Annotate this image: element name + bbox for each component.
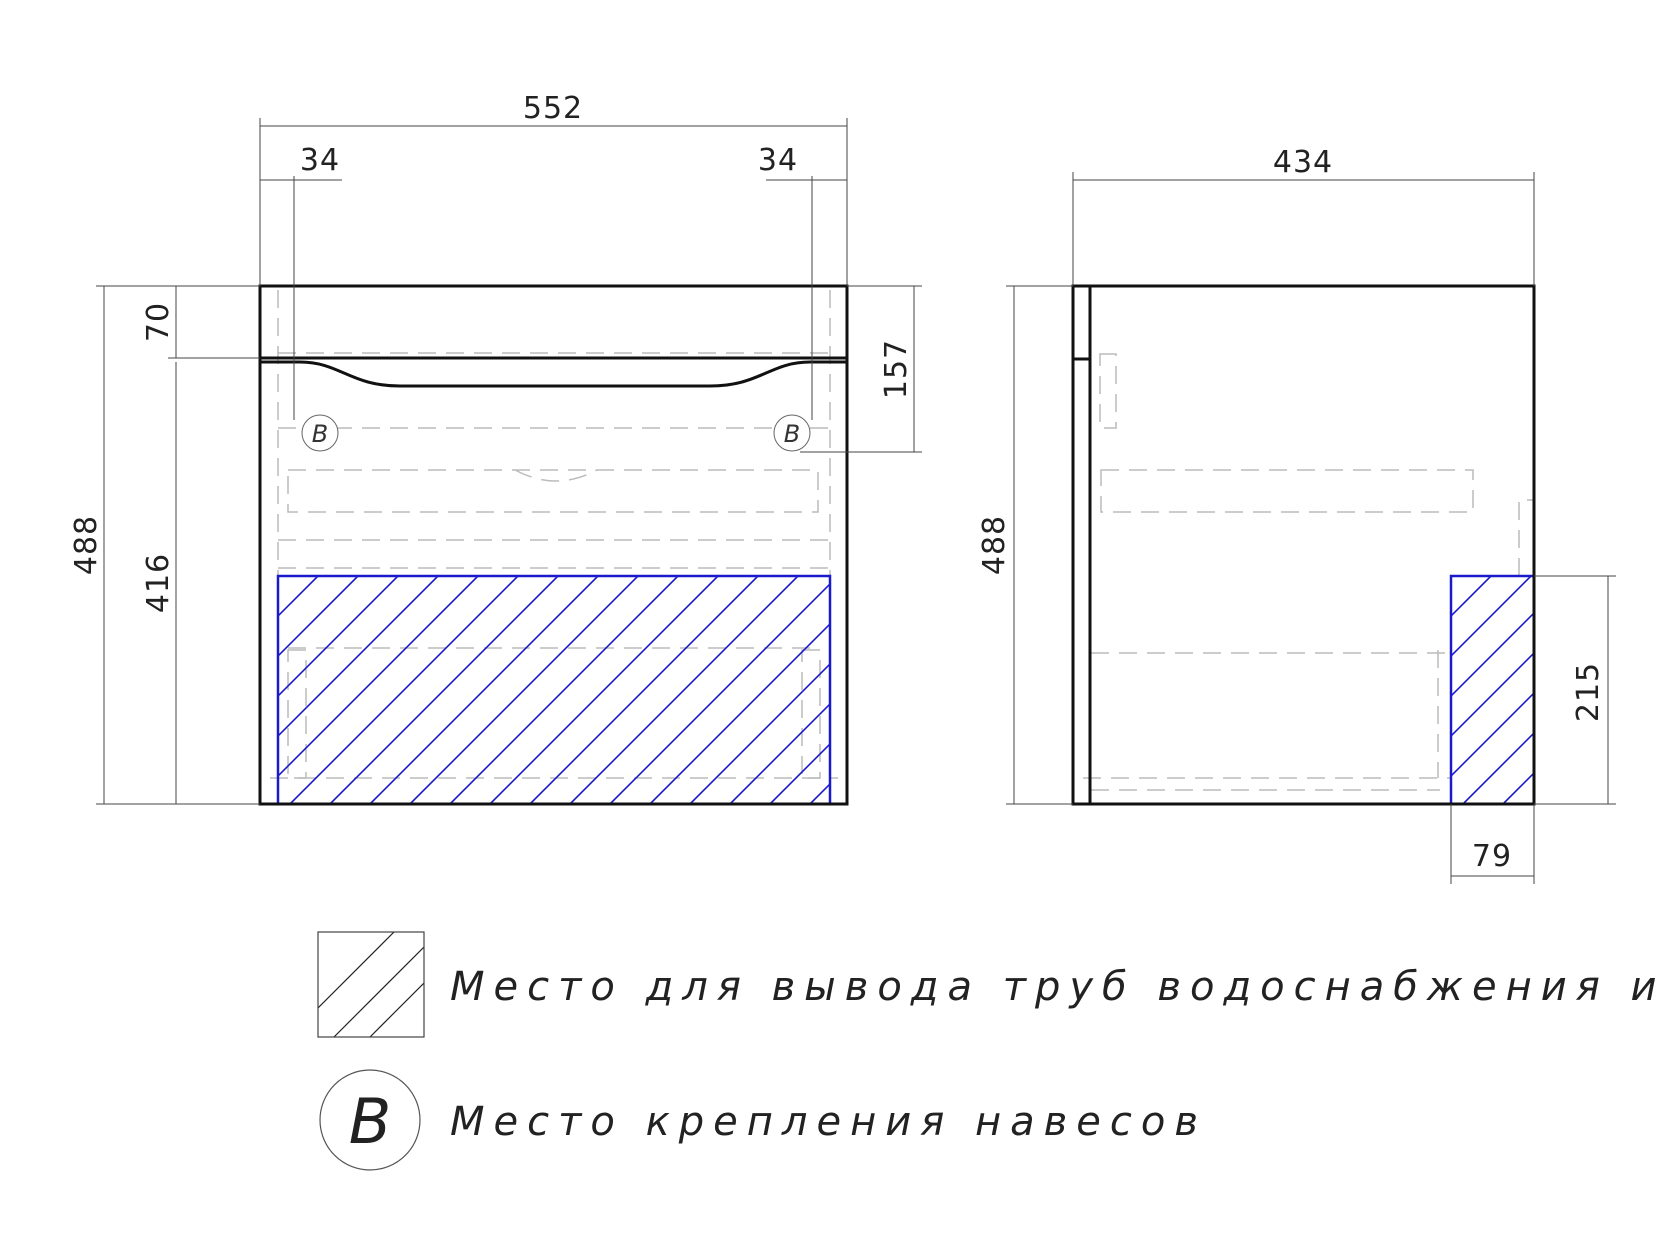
legend-mount-circle <box>319 1069 421 1171</box>
mount-right-label: B <box>784 420 800 448</box>
dim-front-top-panel: 70 <box>141 286 260 359</box>
hatch-line <box>409 576 639 804</box>
legend-hatch-swatch <box>317 931 425 1038</box>
side-pipe-depth-label: 79 <box>1472 839 1512 874</box>
hatch-line <box>1050 576 1278 804</box>
legend-mount-item: B Место крепления навесов <box>319 1069 1207 1171</box>
dim-front-body-height: 416 <box>141 362 177 804</box>
front-outline <box>258 284 849 806</box>
front-body-height-label: 416 <box>141 553 176 613</box>
hatch-line <box>278 576 399 698</box>
dim-front-total-height: 488 <box>69 285 260 805</box>
hatch-line <box>449 576 679 804</box>
hatch-line <box>489 576 719 804</box>
hatch-line <box>1451 576 1532 658</box>
hatch-line <box>289 576 519 804</box>
hatch-line <box>278 576 479 778</box>
side-total-height-label: 488 <box>977 515 1012 575</box>
hatch-line <box>278 576 359 658</box>
dim-side-pipe-height: 215 <box>1534 575 1616 805</box>
hatch-line <box>609 582 830 804</box>
hatch-line <box>1543 576 1680 804</box>
dim-side-depth: 434 <box>1072 145 1535 286</box>
hatch-line <box>890 576 1118 804</box>
front-top-panel-label: 70 <box>141 302 176 342</box>
legend-mount-text: Место крепления навесов <box>450 1099 1207 1145</box>
front-left-offset-label: 34 <box>300 143 340 178</box>
hatch-line <box>1663 576 1680 804</box>
hatch-line <box>930 576 1158 804</box>
hatch-line <box>1451 651 1534 738</box>
side-pipe-height-label: 215 <box>1571 662 1606 722</box>
legend-mount-symbol: B <box>349 1085 392 1158</box>
hatch-line <box>689 662 830 804</box>
front-mount-height-label: 157 <box>879 339 914 399</box>
hatch-line <box>1451 691 1534 778</box>
front-hidden-lines <box>270 290 838 804</box>
hatch-line <box>329 576 559 804</box>
hatch-line <box>809 782 830 804</box>
hatch-line <box>970 576 1198 804</box>
side-hidden-lines <box>1083 353 1534 791</box>
side-outline <box>1071 284 1536 806</box>
legend: Место для вывода труб водоснабжения и ка… <box>317 931 1680 1171</box>
dim-side-total-height: 488 <box>977 285 1073 805</box>
dim-front-right-offset: 34 <box>758 143 847 420</box>
dim-front-width: 552 <box>259 91 848 286</box>
front-view: B B 552 34 34 488 <box>69 91 1278 806</box>
hatch-line <box>769 742 830 804</box>
dim-front-left-offset: 34 <box>260 143 342 420</box>
side-pipe-zone <box>1449 574 1680 806</box>
front-total-height-label: 488 <box>69 515 104 575</box>
hatch-line <box>1462 731 1534 804</box>
legend-pipe-zone-text: Место для вывода труб водоснабжения и ка… <box>450 964 1680 1010</box>
front-mount-left: B <box>301 414 339 452</box>
hatch-line <box>278 576 319 618</box>
hatch-line <box>278 576 439 738</box>
front-width-label: 552 <box>523 91 583 126</box>
hatch-line <box>1451 576 1452 578</box>
front-mount-right: B <box>773 414 811 452</box>
hatch-line <box>729 702 830 804</box>
hatch-line <box>649 622 830 804</box>
hatch-line <box>569 576 799 804</box>
mount-left-label: B <box>312 420 328 448</box>
legend-hatch-item: Место для вывода труб водоснабжения и ка… <box>317 931 1680 1038</box>
hatch-line <box>529 576 759 804</box>
hatch-line <box>1623 576 1680 804</box>
side-view: 434 488 215 79 <box>977 145 1680 884</box>
dim-front-mount-height: 157 <box>800 285 922 453</box>
side-depth-label: 434 <box>1273 145 1333 180</box>
hatch-line <box>850 576 1078 804</box>
front-right-offset-label: 34 <box>758 143 798 178</box>
hatch-line <box>1451 576 1492 618</box>
hatch-line <box>1010 576 1238 804</box>
dim-side-pipe-depth: 79 <box>1450 804 1535 884</box>
front-pipe-zone <box>276 574 1278 806</box>
hatch-line <box>369 576 599 804</box>
